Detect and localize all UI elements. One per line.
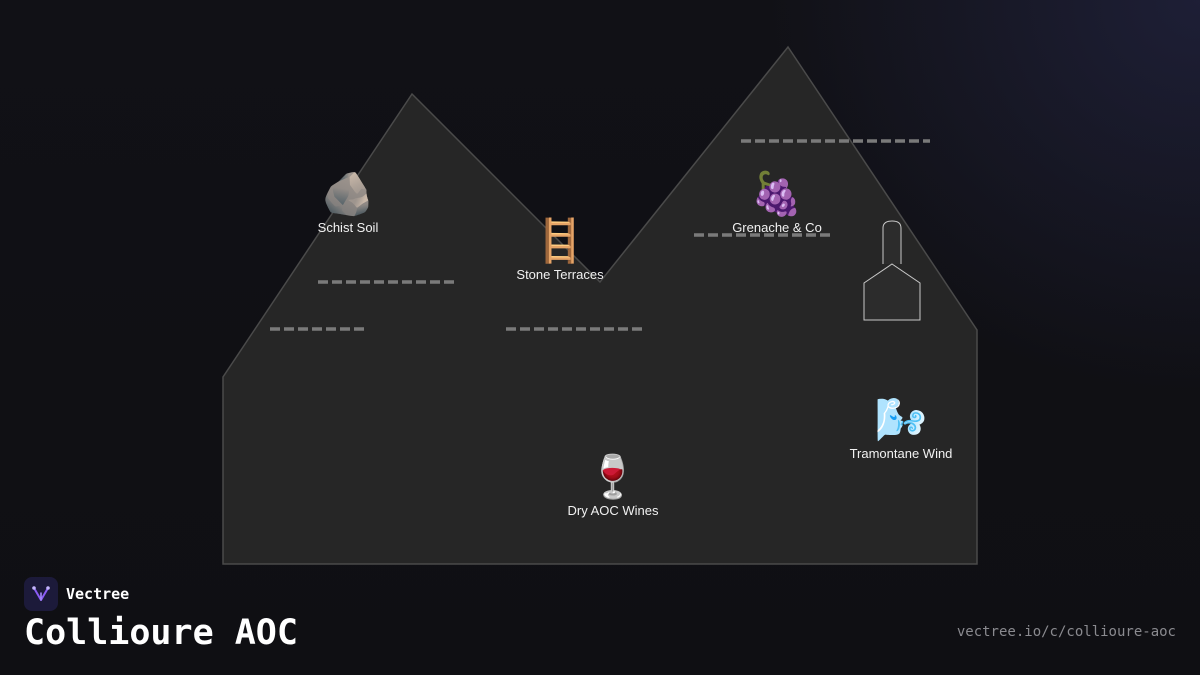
brand-name: Vectree: [66, 585, 130, 603]
ladder-icon: 🪜: [533, 216, 587, 265]
node-label: Tramontane Wind: [849, 446, 953, 461]
node-label: Schist Soil: [317, 220, 379, 235]
node-label: Grenache & Co: [732, 220, 822, 235]
node-grenache: 🍇 Grenache & Co: [732, 170, 822, 236]
wind-face-icon: 🌬️: [874, 395, 928, 444]
node-label: Dry AOC Wines: [567, 503, 659, 518]
rock-icon: 🪨: [321, 169, 375, 218]
node-label: Stone Terraces: [516, 267, 604, 282]
brand: Vectree: [24, 577, 129, 611]
mountain-silhouette: [222, 45, 978, 565]
grapes-icon: 🍇: [750, 169, 804, 218]
wine-glass-icon: 🍷: [586, 452, 640, 501]
node-schist-soil: 🪨 Schist Soil: [318, 170, 379, 236]
node-tramontane-wind: 🌬️ Tramontane Wind: [850, 396, 953, 462]
source-url[interactable]: vectree.io/c/collioure-aoc: [956, 624, 1176, 640]
chapel-icon: [863, 220, 921, 321]
vectree-logo-icon: [24, 577, 58, 611]
node-dry-aoc-wines: 🍷 Dry AOC Wines: [567, 453, 658, 519]
page-title: Collioure AOC: [24, 613, 298, 653]
node-stone-terraces: 🪜 Stone Terraces: [516, 217, 603, 283]
